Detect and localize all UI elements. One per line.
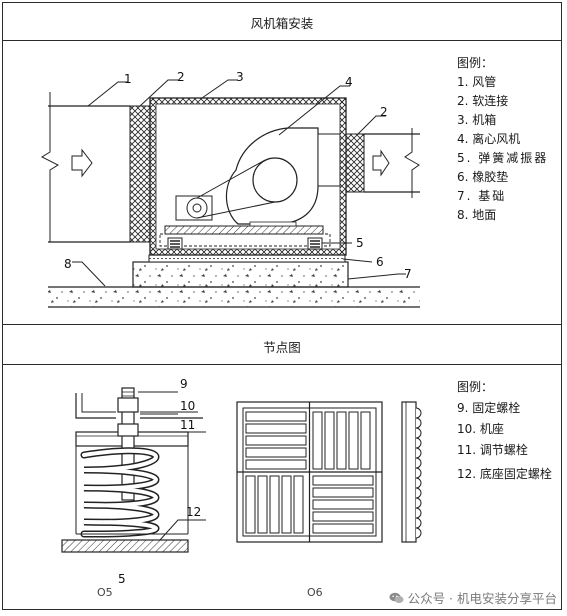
legend-item-12: 12. 底座固定螺栓 (457, 467, 552, 481)
rubber-pad-plan (236, 401, 383, 543)
top-title-divider (2, 40, 562, 41)
callout-9: 9 (180, 377, 188, 391)
fan-impeller (252, 157, 298, 203)
rubber-pad-section (401, 401, 422, 543)
callout-4: 4 (345, 75, 353, 89)
callout-2b: 2 (380, 105, 388, 119)
caption-label: 5 (118, 572, 126, 586)
bottom-legend-title: 图例： (457, 380, 494, 394)
ground-slab (48, 287, 420, 307)
wechat-icon (389, 592, 404, 604)
spring-isolator-left (167, 237, 183, 250)
legend-item-11: 11. 调节螺栓 (457, 443, 528, 457)
foundation (132, 261, 349, 288)
bottom-panel-title: 节点图 (263, 340, 301, 355)
callout-3: 3 (236, 70, 244, 84)
legend-item-5: 5. 弹簧减振器 (457, 151, 549, 165)
callout-2: 2 (177, 70, 185, 84)
callout-7: 7 (404, 267, 412, 281)
legend-item-10: 10. 机座 (457, 422, 504, 436)
figure-frame (2, 2, 562, 610)
spring-isolator-right (307, 237, 323, 250)
callout-6: 6 (376, 255, 384, 269)
callout-10: 10 (180, 399, 195, 413)
callout-1: 1 (124, 72, 132, 86)
callout-5: 5 (356, 236, 364, 250)
top-panel-title: 风机箱安装 (250, 16, 314, 31)
legend-item-2: 2. 软连接 (457, 94, 509, 108)
caption-left: O5 (97, 586, 113, 599)
legend-item-8: 8. 地面 (457, 208, 497, 222)
caption-right: O6 (307, 586, 323, 599)
spring-isolator-detail (61, 387, 203, 553)
legend-item-4: 4. 离心风机 (457, 132, 521, 146)
watermark-text: 公众号 · 机电安装分享平台 (407, 591, 557, 606)
callout-8: 8 (64, 257, 72, 271)
panel-divider (2, 324, 562, 325)
callout-11: 11 (180, 418, 195, 432)
legend-item-3: 3. 机箱 (457, 113, 497, 127)
legend-item-9: 9. 固定螺栓 (457, 401, 521, 415)
bottom-title-divider (2, 364, 562, 365)
legend-item-6: 6. 橡胶垫 (457, 170, 509, 184)
legend-item-7: 7. 基础 (457, 189, 507, 203)
watermark: 公众号 · 机电安装分享平台 (389, 588, 557, 607)
top-legend-title: 图例： (457, 56, 494, 70)
callout-12: 12 (186, 505, 201, 519)
fan-base-frame (164, 225, 324, 235)
legend-item-1: 1. 风管 (457, 75, 497, 89)
